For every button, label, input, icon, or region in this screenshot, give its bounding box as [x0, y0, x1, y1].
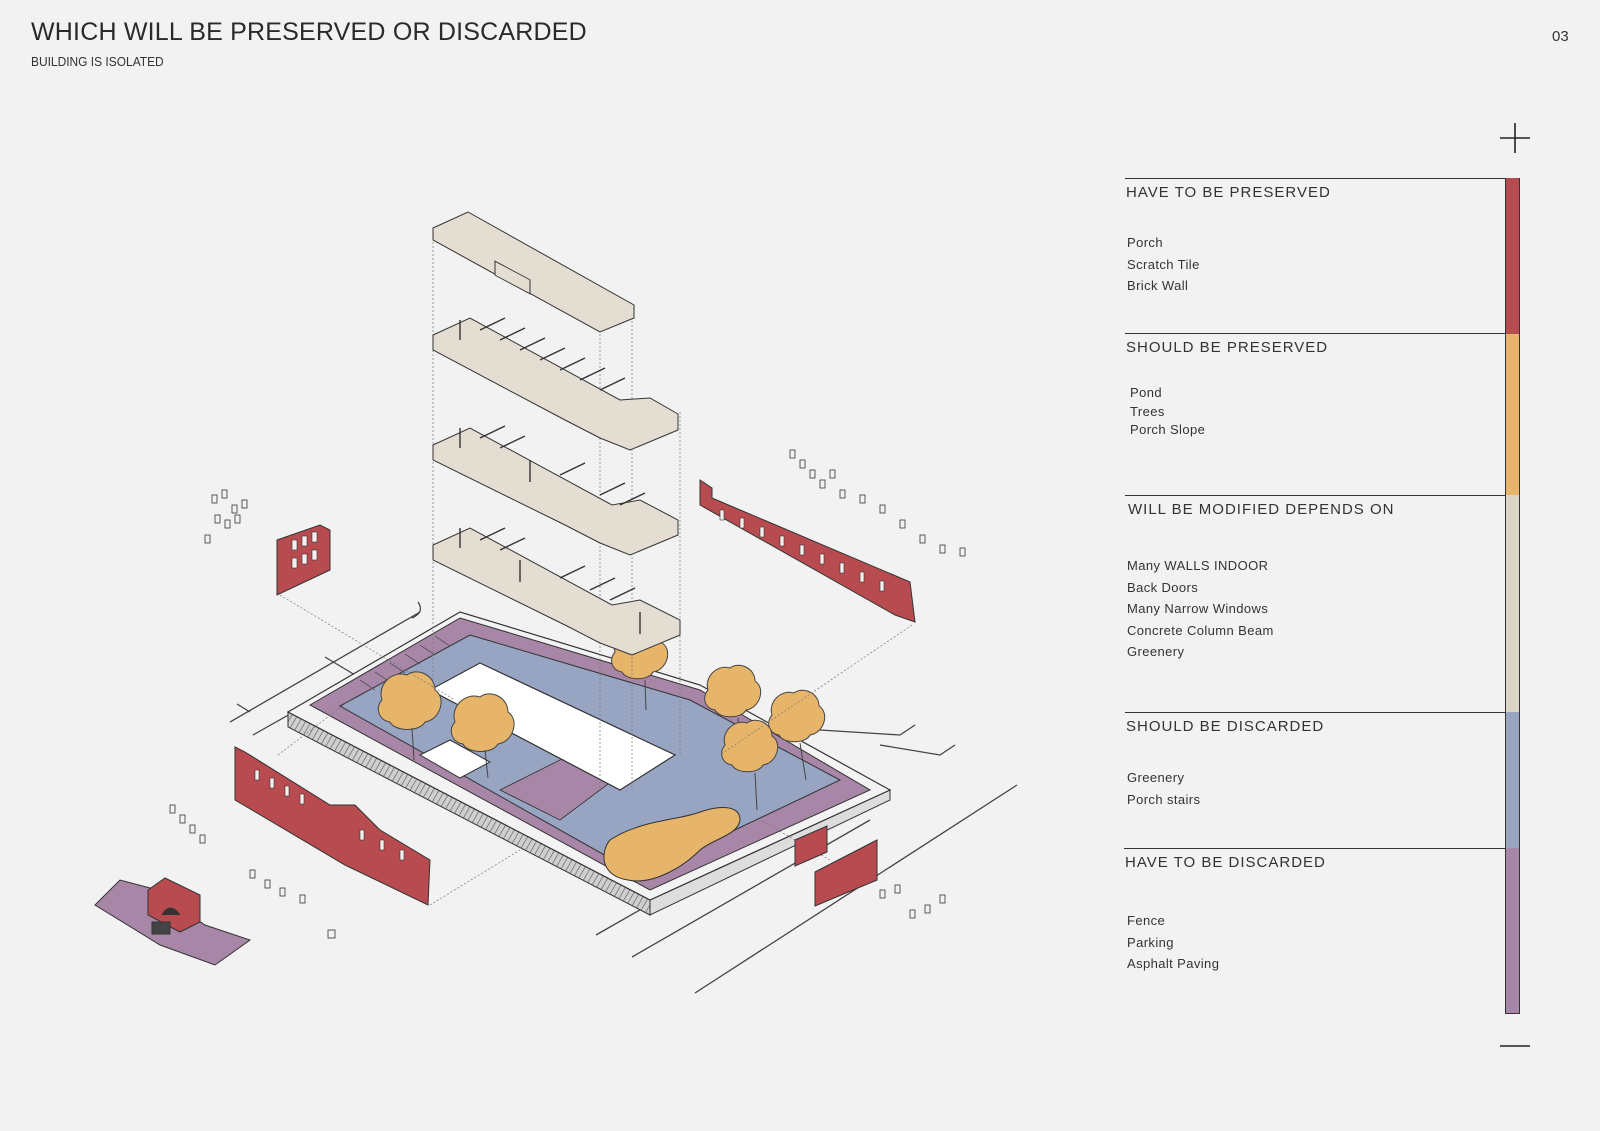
- legend-item: Greenery: [1127, 644, 1185, 659]
- exploded-floor-plates: [432, 211, 681, 656]
- interior-walls: [459, 317, 646, 634]
- legend-section-have-to-be-discarded: HAVE TO BE DISCARDED Fence Parking Aspha…: [1124, 848, 1520, 1014]
- brick-wall-windows: [254, 509, 885, 861]
- legend-divider: [1125, 178, 1520, 179]
- brick-wall: [794, 825, 828, 867]
- porch: [147, 877, 201, 933]
- roof-plate: [432, 211, 635, 333]
- zoom-in-button[interactable]: [1499, 122, 1531, 154]
- legend-divider: [1125, 495, 1520, 496]
- color-bar-end: [1505, 1013, 1520, 1014]
- legend-item: Parking: [1127, 934, 1174, 950]
- legend-item: Many WALLS INDOOR: [1127, 558, 1269, 573]
- legend-section-have-to-be-preserved: HAVE TO BE PRESERVED Porch Scratch Tile …: [1125, 178, 1520, 333]
- color-bar-have-to-be-preserved: [1505, 178, 1520, 334]
- legend-item-list: Porch Scratch Tile Brick Wall: [1127, 232, 1200, 297]
- legend-heading: SHOULD BE PRESERVED: [1126, 339, 1329, 356]
- color-bar-should-be-discarded: [1505, 712, 1520, 848]
- legend-item-list: Pond Trees Porch Slope: [1130, 384, 1205, 440]
- page-number: 03: [1552, 28, 1569, 45]
- legend-section-should-be-discarded: SHOULD BE DISCARDED Greenery Porch stair…: [1125, 712, 1520, 848]
- color-bar-will-be-modified: [1505, 495, 1520, 712]
- legend-divider: [1124, 848, 1520, 849]
- legend-item: Pond: [1130, 385, 1162, 400]
- color-bar-have-to-be-discarded: [1505, 848, 1520, 1014]
- plus-icon: [1500, 123, 1530, 153]
- floor-plate: [432, 317, 679, 451]
- legend-heading: HAVE TO BE DISCARDED: [1125, 854, 1326, 871]
- legend-item-list: Many WALLS INDOOR Back Doors Many Narrow…: [1127, 555, 1274, 663]
- page-subtitle: BUILDING IS ISOLATED: [31, 54, 164, 69]
- porch-gate: [94, 877, 252, 966]
- page-title: WHICH WILL BE PRESERVED OR DISCARDED: [31, 18, 587, 46]
- legend-item-list: Fence Parking Asphalt Paving: [1127, 910, 1219, 975]
- pond: [603, 807, 741, 882]
- legend-heading: WILL BE MODIFIED DEPENDS ON: [1128, 501, 1395, 518]
- brick-wall: [699, 479, 916, 623]
- floor-plate: [432, 527, 681, 656]
- legend-item-list: Greenery Porch stairs: [1127, 767, 1200, 810]
- floor-plate: [432, 427, 679, 556]
- minus-icon: [1500, 1045, 1530, 1047]
- legend-item: Fence: [1127, 913, 1166, 928]
- legend-item: Porch stairs: [1127, 791, 1201, 807]
- brick-wall: [234, 746, 431, 906]
- legend-item: Brick Wall: [1127, 278, 1189, 293]
- legend-item: Porch: [1127, 235, 1163, 250]
- legend-item: Porch Slope: [1130, 422, 1206, 437]
- legend-item: Concrete Column Beam: [1127, 622, 1274, 638]
- legend-item: Back Doors: [1127, 579, 1199, 595]
- legend-heading: SHOULD BE DISCARDED: [1126, 718, 1325, 735]
- axonometric-diagram: [94, 211, 1018, 994]
- legend-section-will-be-modified: WILL BE MODIFIED DEPENDS ON Many WALLS I…: [1125, 495, 1520, 712]
- legend-item: Trees: [1130, 403, 1165, 419]
- porch-footprint: [418, 739, 492, 779]
- trees: [377, 626, 826, 811]
- legend-item: Greenery: [1127, 770, 1185, 785]
- legend-section-should-be-preserved: SHOULD BE PRESERVED Pond Trees Porch Slo…: [1125, 333, 1520, 495]
- legend-divider: [1125, 712, 1520, 713]
- legend-heading: HAVE TO BE PRESERVED: [1126, 184, 1331, 201]
- legend-item: Asphalt Paving: [1127, 956, 1220, 971]
- color-bar-should-be-preserved: [1505, 334, 1520, 495]
- loose-windows: [169, 449, 966, 939]
- brick-wall: [814, 839, 878, 907]
- legend-item: Many Narrow Windows: [1127, 601, 1269, 616]
- legend-divider: [1125, 333, 1520, 334]
- legend-item: Scratch Tile: [1127, 256, 1200, 272]
- zoom-out-button[interactable]: [1499, 1038, 1531, 1048]
